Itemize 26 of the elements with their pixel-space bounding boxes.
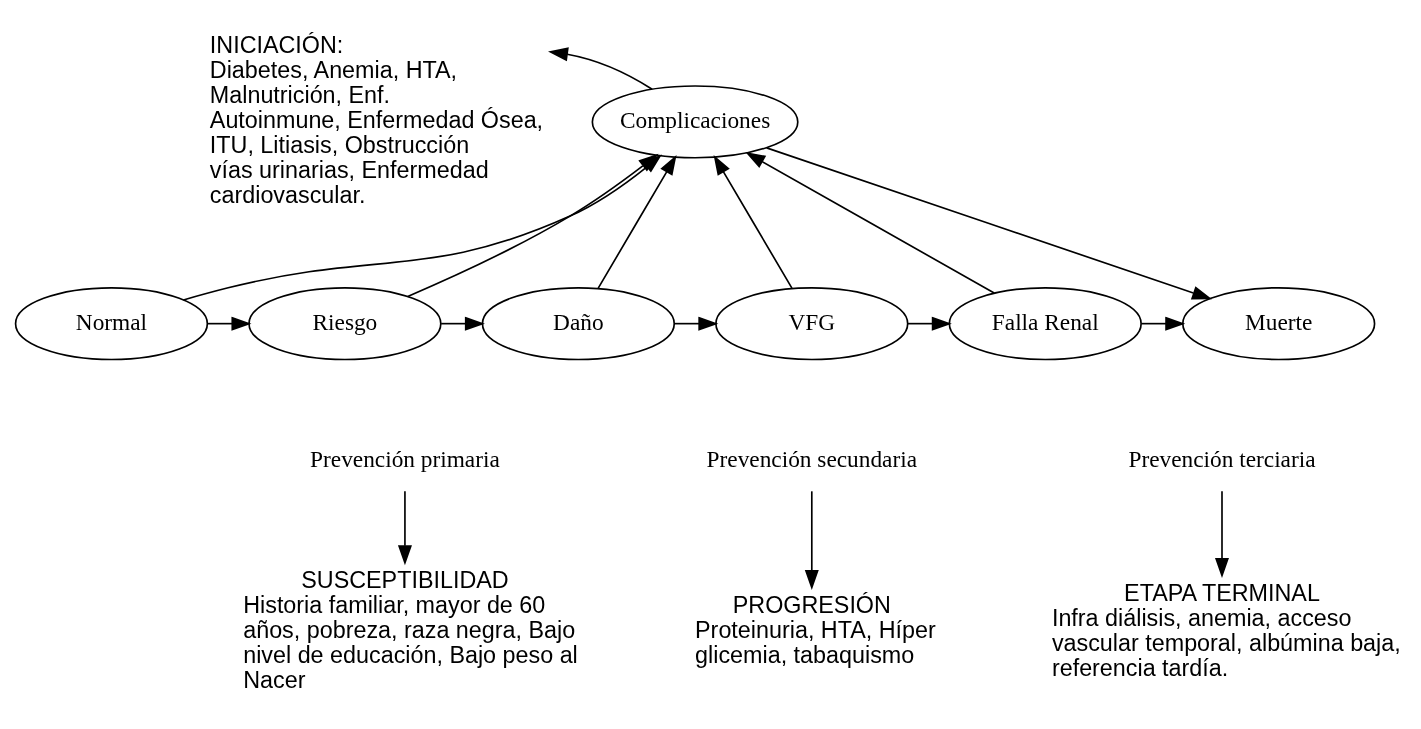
arrow	[440, 316, 485, 331]
arrow	[745, 152, 995, 294]
node-text: INICIACIÓN: Diabetes, Anemia, HTA, Malnutrición, Enf. Autoinmune, Enfermedad Ósea, ITU, Litiasis, Obstrucción vías urinarias, Enfermedad cardiovascular.	[209, 32, 544, 209]
arrow	[804, 490, 819, 590]
node-ellipse: Daño	[481, 286, 676, 361]
node-ellipse: Falla Renal	[948, 286, 1142, 361]
arrow	[673, 316, 719, 331]
arrow	[713, 155, 793, 289]
arrow	[907, 316, 952, 331]
arrow	[406, 153, 659, 298]
arrow	[1140, 316, 1186, 331]
node-ellipse: Normal	[14, 286, 209, 361]
arrow	[206, 316, 252, 331]
arrow	[397, 490, 412, 566]
node-text: Prevención primaria	[310, 446, 500, 473]
node-ellipse: Riesgo	[248, 286, 442, 361]
node-text: SUSCEPTIBILIDAD Historia familiar, mayor de 60 años, pobreza, raza negra, Bajo nivel de educación, Bajo peso al Nacer	[243, 567, 578, 694]
node-ellipse: VFG	[715, 286, 909, 361]
node-text: Prevención secundaria	[706, 446, 918, 473]
node-text: PROGRESIÓN Proteinuria, HTA, Híper glicemia, tabaquismo	[695, 592, 936, 669]
node-text: Prevención terciaria	[1128, 446, 1316, 473]
arrow	[1215, 490, 1229, 578]
node-ellipse: Complicaciones	[591, 85, 799, 159]
arrow	[765, 147, 1213, 300]
node-text: ETAPA TERMINAL Infra diálisis, anemia, acceso vascular temporal, albúmina baja, referencia tardía.	[1051, 579, 1401, 681]
arrow	[548, 47, 653, 91]
